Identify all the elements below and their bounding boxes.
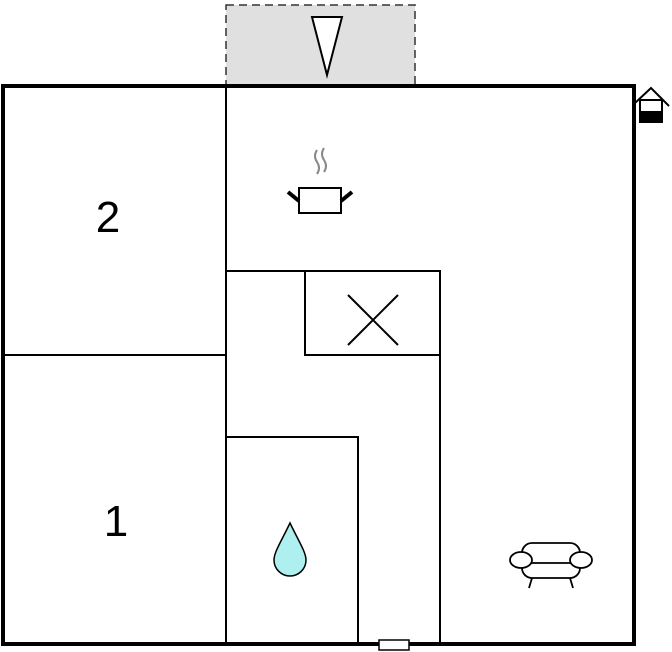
entrance-area: [225, 4, 416, 86]
window-icon: [378, 639, 410, 651]
sofa-icon: [509, 542, 593, 589]
kitchen-pot-icon: [286, 147, 354, 214]
inner-walls: [3, 86, 441, 645]
house-icon: [633, 86, 670, 123]
water-drop-icon: [273, 521, 307, 577]
room-label-2: 2: [95, 193, 121, 242]
fireplace-x-icon: [347, 294, 399, 346]
entrance-arrow-icon: [310, 16, 344, 79]
room-label-1: 1: [103, 497, 129, 546]
